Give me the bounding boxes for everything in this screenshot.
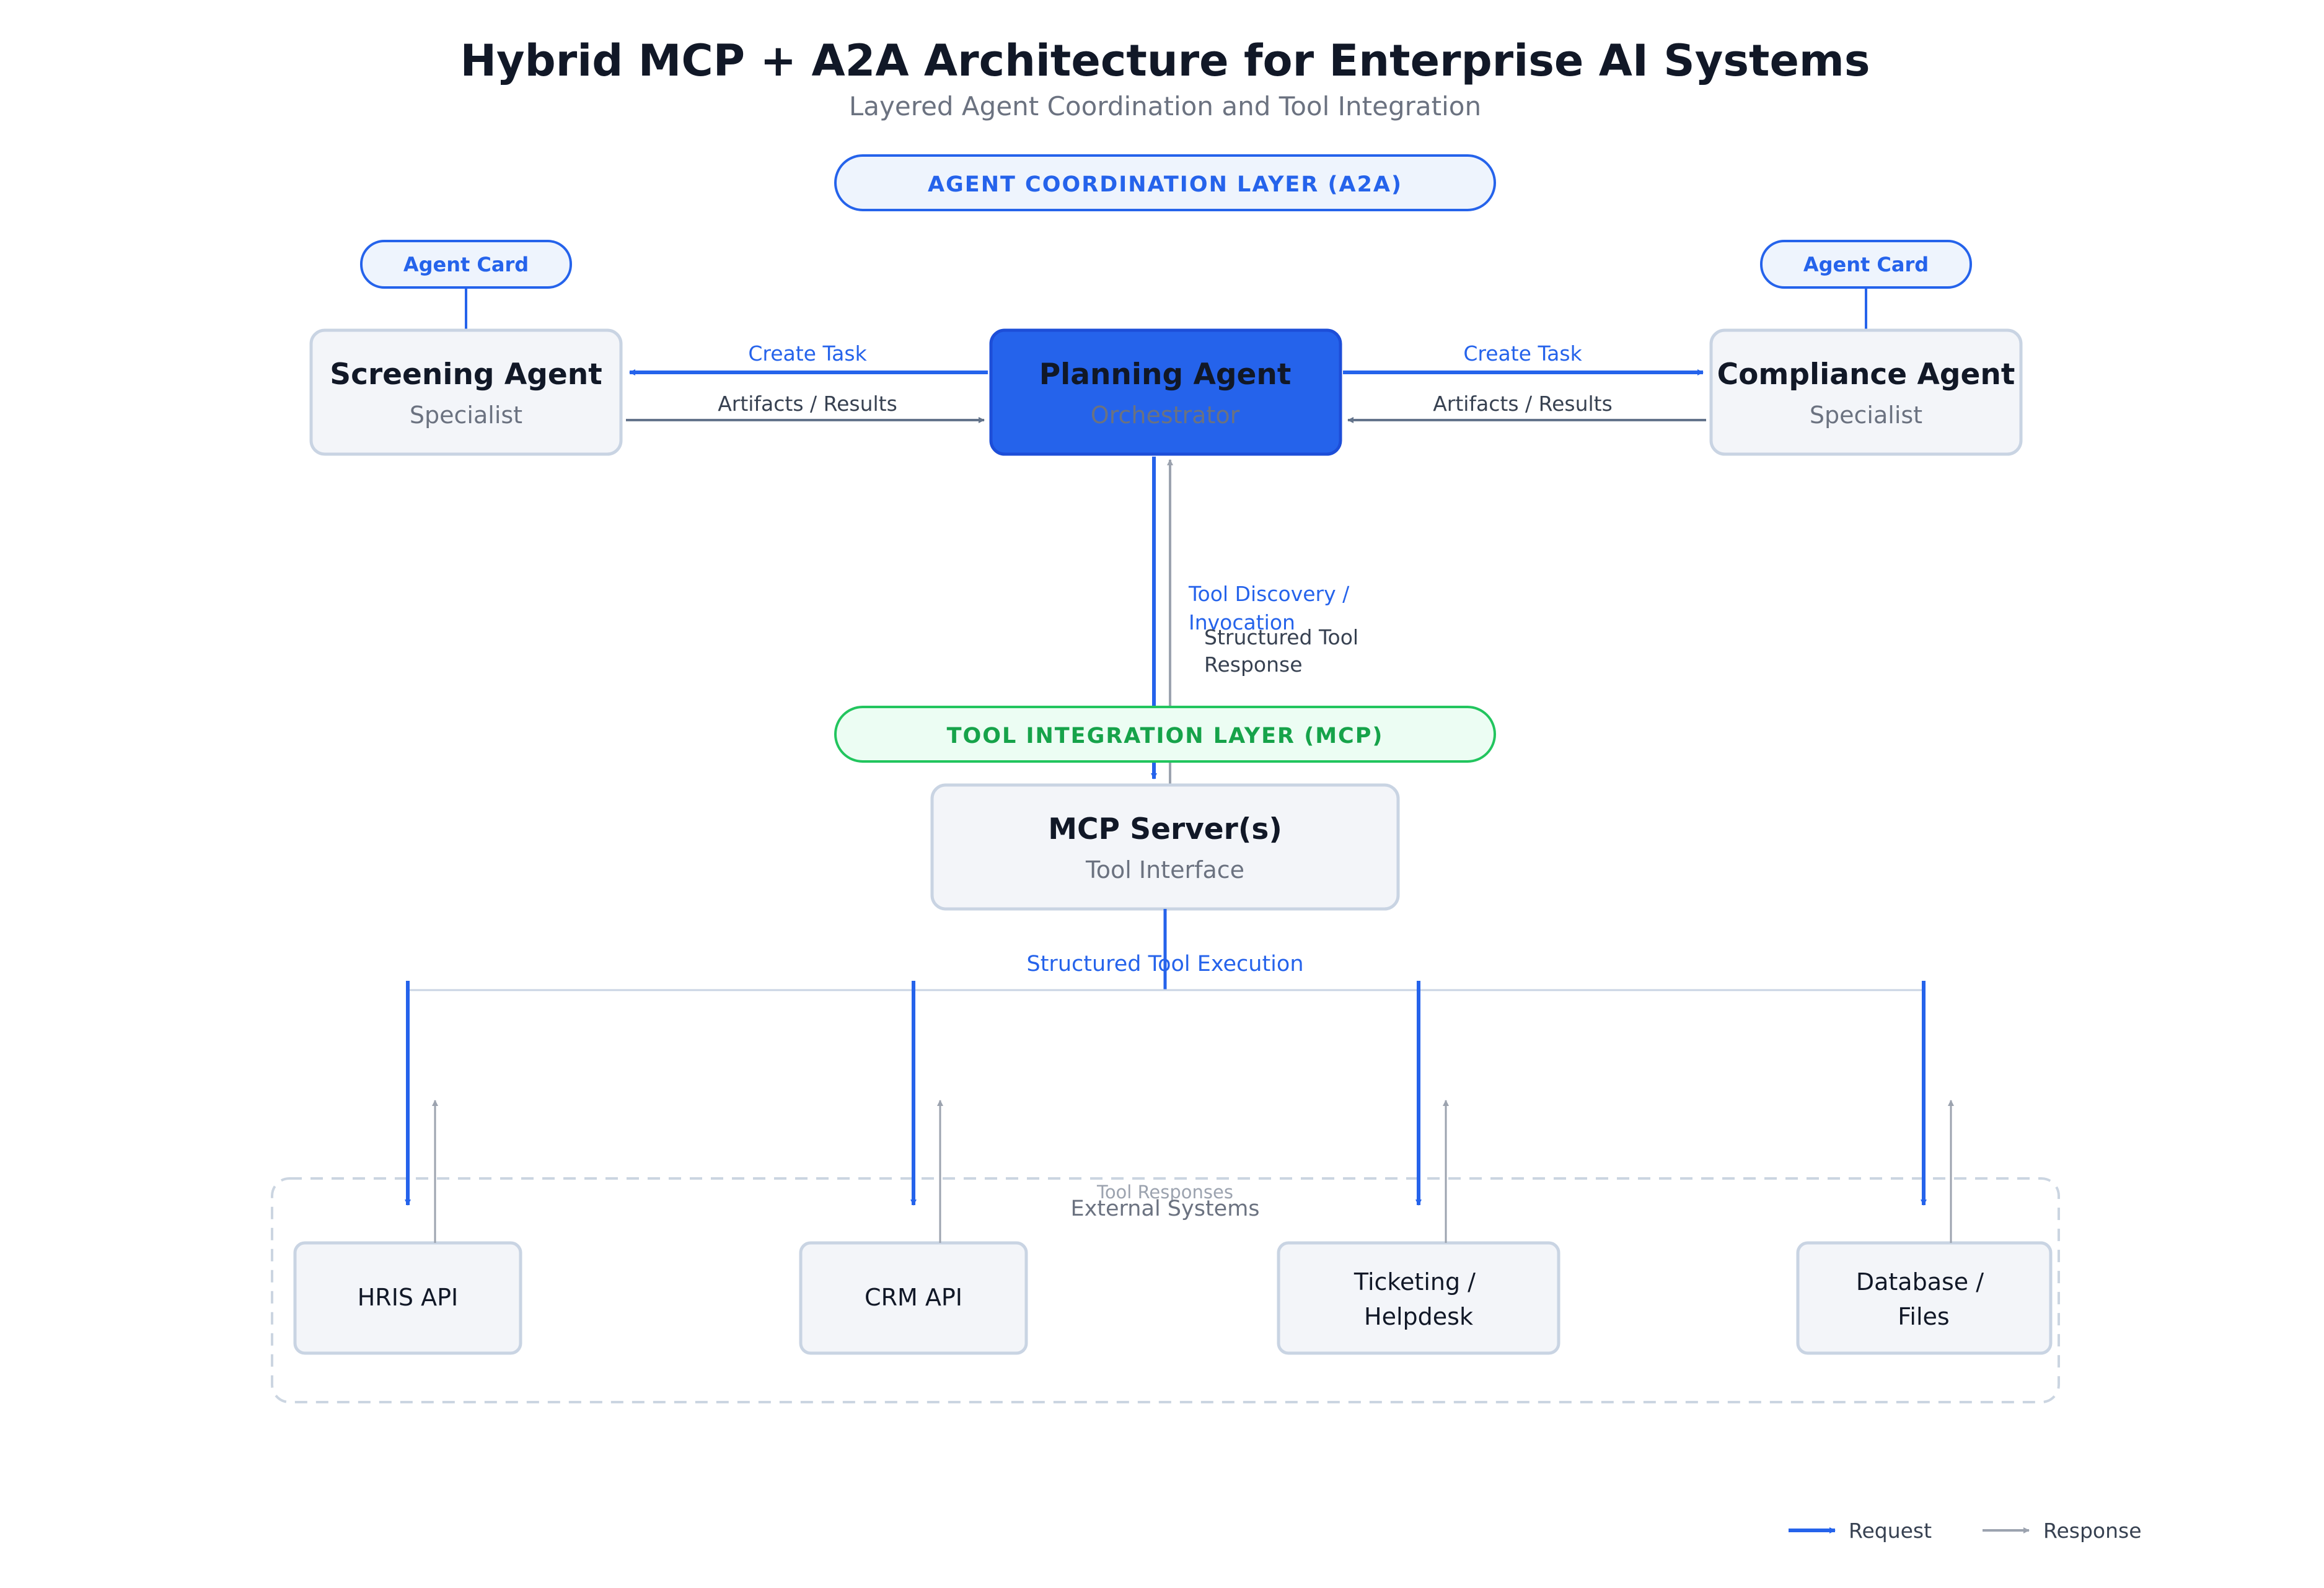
compliance-agent-role: Specialist	[1810, 401, 1922, 429]
structured-response-label: Structured Tool Response	[1204, 625, 1365, 677]
screening-agent-node: Screening Agent Specialist	[309, 328, 623, 456]
agent-card-left: Agent Card	[360, 240, 572, 289]
diagram-title: Hybrid MCP + A2A Architecture for Enterp…	[460, 35, 1870, 86]
planning-agent-node: Planning Agent Orchestrator	[989, 328, 1342, 456]
mcp-server-name: MCP Server(s)	[1048, 812, 1282, 846]
external-system-ticketing-line2: Helpdesk	[1364, 1303, 1473, 1330]
mcp-server-role: Tool Interface	[1085, 856, 1244, 884]
create-task-right-label: Create Task	[1463, 341, 1582, 366]
artifacts-right-label: Artifacts / Results	[1433, 392, 1613, 416]
external-system-database: Database / Files	[1796, 1241, 2053, 1355]
compliance-agent-name: Compliance Agent	[1717, 358, 2015, 392]
structured-response-line1: Structured Tool	[1204, 625, 1358, 649]
structured-execution-label: Structured Tool Execution	[1026, 952, 1303, 976]
external-systems-region: Tool Responses External Systems	[271, 1177, 2060, 1403]
external-system-crm-label: CRM API	[865, 1284, 962, 1311]
external-systems-label: External Systems	[1070, 1196, 1259, 1221]
mcp-layer-badge: TOOL INTEGRATION LAYER (MCP)	[834, 706, 1496, 763]
mcp-server-node: MCP Server(s) Tool Interface	[930, 783, 1400, 911]
external-system-ticketing: Ticketing / Helpdesk	[1277, 1241, 1560, 1355]
external-system-ticketing-line1: Ticketing /	[1353, 1268, 1476, 1296]
legend-request-label: Request	[1849, 1519, 1932, 1543]
structured-response-line2: Response	[1204, 652, 1303, 677]
external-system-hris: HRIS API	[293, 1241, 522, 1355]
agent-card-right-label: Agent Card	[1803, 253, 1929, 276]
external-system-database-line2: Files	[1898, 1303, 1949, 1330]
external-system-hris-label: HRIS API	[358, 1284, 459, 1311]
tool-discovery-line1: Tool Discovery /	[1188, 582, 1350, 606]
agent-card-right: Agent Card	[1760, 240, 1972, 289]
a2a-layer-badge: AGENT COORDINATION LAYER (A2A)	[834, 154, 1496, 211]
planning-agent-name: Planning Agent	[1039, 358, 1292, 392]
screening-agent-role: Specialist	[410, 401, 522, 429]
compliance-agent-node: Compliance Agent Specialist	[1709, 328, 2023, 456]
artifacts-left-label: Artifacts / Results	[718, 392, 897, 416]
screening-agent-name: Screening Agent	[330, 358, 602, 392]
legend-response-label: Response	[2043, 1519, 2142, 1543]
external-system-crm: CRM API	[799, 1241, 1028, 1355]
external-system-ticketing-label: Ticketing / Helpdesk	[1353, 1268, 1483, 1330]
diagram-subtitle: Layered Agent Coordination and Tool Inte…	[849, 91, 1481, 121]
planning-agent-role: Orchestrator	[1091, 401, 1240, 429]
mcp-layer-label: TOOL INTEGRATION LAYER (MCP)	[947, 724, 1384, 748]
tool-discovery-line2: Invocation	[1189, 610, 1295, 634]
legend: Request Response	[1789, 1519, 2142, 1543]
create-task-left-label: Create Task	[748, 341, 867, 366]
external-system-database-line1: Database /	[1856, 1268, 1984, 1296]
a2a-layer-label: AGENT COORDINATION LAYER (A2A)	[928, 172, 1402, 197]
tool-responses-label: Tool Responses	[1096, 1182, 1233, 1203]
external-system-database-label: Database / Files	[1856, 1268, 1991, 1330]
tool-discovery-label: Tool Discovery / Invocation	[1188, 582, 1356, 634]
agent-card-left-label: Agent Card	[403, 253, 529, 276]
